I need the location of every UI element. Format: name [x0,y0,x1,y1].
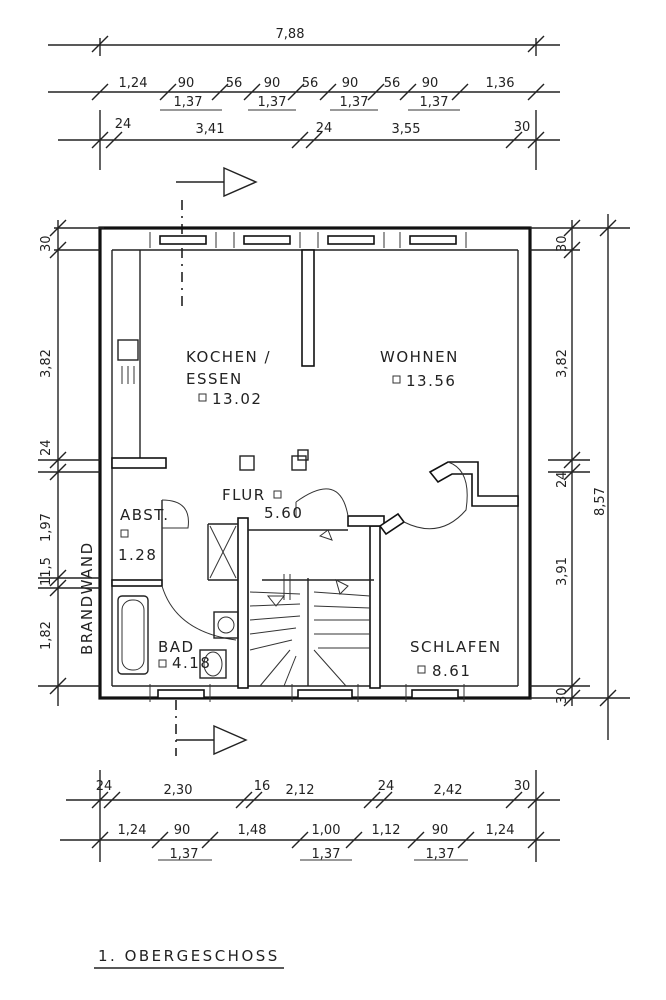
staircase [249,529,374,687]
dim-label: 30 [514,779,531,794]
room-area: 13.02 [212,390,262,408]
dim-label: 1,48 [238,823,267,838]
right-dim-label: 30 [555,687,570,704]
dim-label: 56 [384,76,401,91]
dim-label: 24 [316,121,333,136]
dim-sublabel: 1,37 [258,95,287,110]
room-name: ESSEN [186,370,243,388]
bathtub-icon [117,595,149,675]
right-dim-label: 30 [555,235,570,252]
dim-label: 30 [514,120,531,135]
dim-label: 3,41 [196,122,225,137]
room-bath: BAD 4.18 [158,638,211,672]
dim-sublabel: 1,37 [312,847,341,862]
building-walls [98,226,532,702]
dim-label: 1,24 [486,823,515,838]
dim-label: 90 [264,76,281,91]
dim-label: 1,00 [312,823,341,838]
right-overall-dim: 8,57 [593,487,608,516]
dim-sublabel: 1,37 [170,847,199,862]
room-name: SCHLAFEN [410,638,502,656]
bathroom-fixtures [117,595,239,679]
left-dimension-chain [38,219,104,706]
room-area: 8.61 [432,662,471,680]
dim-sublabel: 1,37 [340,95,369,110]
section-arrow-bottom [176,724,248,756]
right-dim-label: 3,91 [555,557,570,586]
dim-label: 1,12 [372,823,401,838]
left-dim-label: 1,82 [39,621,54,650]
bottom-row1-labels: 24 2,30 16 2,12 24 2,42 30 [96,779,531,798]
left-dim-label: 1,97 [39,513,54,542]
room-hall: FLUR 5.60 [222,486,303,522]
dim-label: 1,24 [119,76,148,91]
left-dim-label: 24 [39,439,54,456]
top-row2-ticks [91,83,545,101]
dim-label: 24 [378,779,395,794]
right-dim-label: 3,82 [555,349,570,378]
sink-icon [213,611,239,639]
firewall-label: BRANDWAND [78,541,96,655]
room-area: 13.56 [406,372,456,390]
room-name: FLUR [222,486,266,504]
dim-label: 2,12 [286,783,315,798]
dim-label: 90 [422,76,439,91]
dim-label: 24 [115,117,132,132]
dim-sublabel: 1,37 [174,95,203,110]
room-name: BAD [158,638,195,656]
dim-label: 16 [254,779,271,794]
dim-label: 56 [302,76,319,91]
room-area: 5.60 [264,504,303,522]
room-area: 1.28 [118,546,157,564]
right-dimension-chain [530,214,630,740]
top-row3-labels: 24 3,41 24 3,55 30 [115,117,531,137]
plan-title: 1. OBERGESCHOSS [98,947,280,965]
dim-label: 56 [226,76,243,91]
bottom-windows [149,684,465,702]
top-dimension-chains [48,35,560,170]
room-area: 4.18 [172,654,211,672]
top-overall-dimension: 7,88 [276,27,305,42]
left-dim-label: 30 [39,235,54,252]
dim-label: 1,36 [486,76,515,91]
bottom-row2-labels: 1,24 90 1,48 1,00 1,12 90 1,24 1,37 1,37… [118,823,515,862]
dim-label: 1,24 [118,823,147,838]
section-arrow-top [176,166,258,198]
room-name: WOHNEN [380,348,459,366]
dim-label: 90 [178,76,195,91]
dim-label: 3,55 [392,122,421,137]
dim-label: 2,42 [434,783,463,798]
left-dim-label: 11,5 [39,557,54,586]
dim-label: 90 [174,823,191,838]
dim-label: 24 [96,779,113,794]
bottom-dimension-chains [60,770,560,862]
dim-label: 2,30 [164,783,193,798]
top-row2-labels: 1,24 90 56 90 56 90 56 90 1,36 1,37 1,37… [119,76,515,110]
dim-label: 90 [432,823,449,838]
dim-sublabel: 1,37 [420,95,449,110]
room-bedroom: SCHLAFEN 8.61 [410,638,502,680]
room-kitchen: KOCHEN / ESSEN 13.02 [186,348,271,408]
room-living: WOHNEN 13.56 [380,348,459,390]
room-name: KOCHEN / [186,348,271,366]
room-name: ABST. [120,506,169,524]
room-storage: ABST. 1.28 [118,506,169,564]
toilet-icon [199,649,227,679]
top-windows [149,232,467,248]
dim-label: 90 [342,76,359,91]
stove-icon [121,366,135,384]
left-dim-label: 3,82 [39,349,54,378]
right-dim-label: 24 [555,471,570,488]
dim-sublabel: 1,37 [426,847,455,862]
